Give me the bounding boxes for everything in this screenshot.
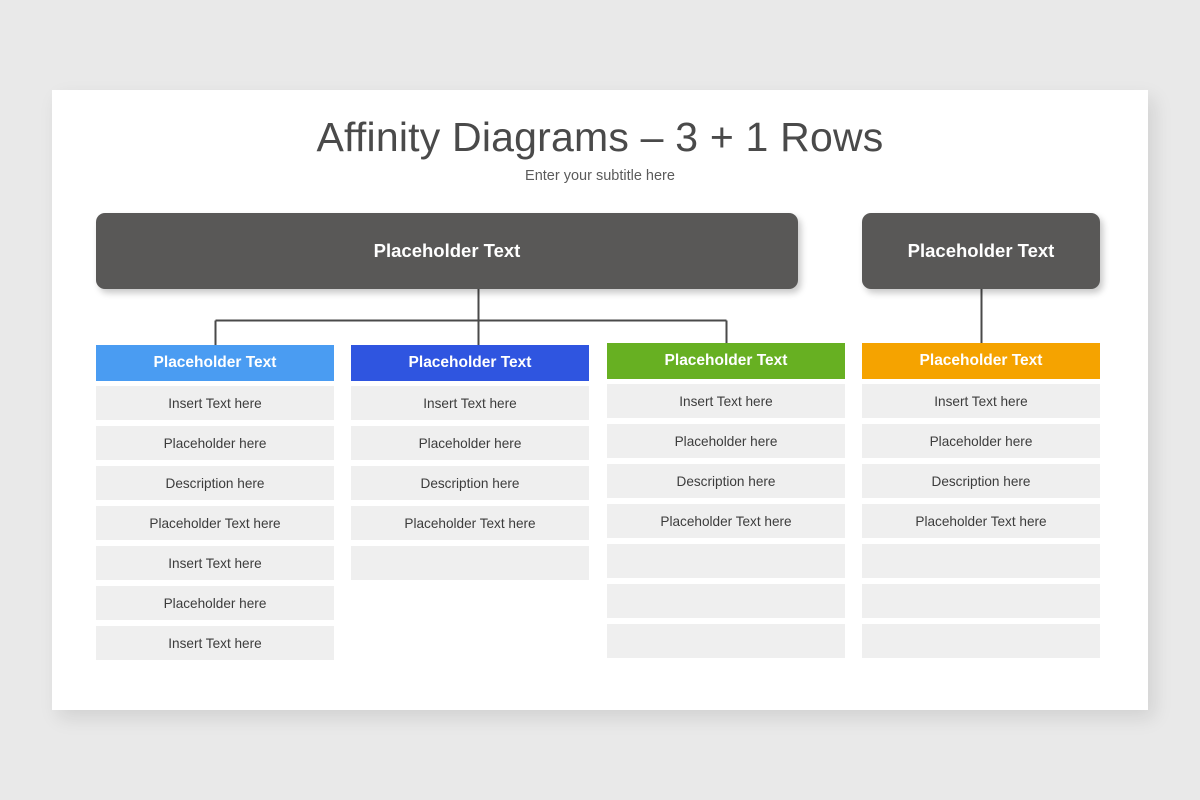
column-1-header[interactable]: Placeholder Text (351, 345, 589, 381)
column-0-row-4: Insert Text here (168, 555, 262, 571)
column-0-row-3: Placeholder Text here (149, 515, 281, 531)
list-item[interactable]: Description here (96, 466, 334, 500)
affinity-column-2: Placeholder Text Insert Text here Placeh… (607, 343, 845, 664)
column-0-row-0: Insert Text here (168, 395, 262, 411)
column-3-header[interactable]: Placeholder Text (862, 343, 1100, 379)
list-item[interactable]: Placeholder here (96, 426, 334, 460)
column-0-row-6: Insert Text here (168, 635, 262, 651)
list-item-empty[interactable] (862, 584, 1100, 618)
list-item[interactable]: Placeholder Text here (862, 504, 1100, 538)
list-item-empty[interactable] (351, 546, 589, 580)
list-item[interactable]: Insert Text here (96, 626, 334, 660)
list-item[interactable]: Insert Text here (96, 546, 334, 580)
list-item[interactable]: Placeholder Text here (96, 506, 334, 540)
column-2-row-0: Insert Text here (679, 393, 773, 409)
list-item[interactable]: Insert Text here (862, 384, 1100, 418)
column-1-row-3: Placeholder Text here (404, 515, 536, 531)
column-1-row-0: Insert Text here (423, 395, 517, 411)
list-item-empty[interactable] (607, 584, 845, 618)
affinity-column-0: Placeholder Text Insert Text here Placeh… (96, 345, 334, 666)
list-item[interactable]: Placeholder here (351, 426, 589, 460)
list-item[interactable]: Insert Text here (351, 386, 589, 420)
list-item[interactable]: Description here (351, 466, 589, 500)
column-3-row-2: Description here (931, 473, 1031, 489)
column-2-row-3: Placeholder Text here (660, 513, 792, 529)
list-item[interactable]: Placeholder Text here (607, 504, 845, 538)
column-2-row-2: Description here (676, 473, 776, 489)
column-3-header-label: Placeholder Text (919, 352, 1043, 369)
column-3-row-1: Placeholder here (929, 433, 1033, 449)
list-item[interactable]: Placeholder here (862, 424, 1100, 458)
main-header-bar-label: Placeholder Text (373, 240, 521, 261)
column-0-header-label: Placeholder Text (153, 354, 277, 371)
column-3-row-0: Insert Text here (934, 393, 1028, 409)
list-item[interactable]: Insert Text here (96, 386, 334, 420)
affinity-column-1: Placeholder Text Insert Text here Placeh… (351, 345, 589, 586)
column-0-row-1: Placeholder here (163, 435, 267, 451)
column-1-row-1: Placeholder here (418, 435, 522, 451)
list-item[interactable]: Insert Text here (607, 384, 845, 418)
list-item-empty[interactable] (607, 544, 845, 578)
list-item-empty[interactable] (862, 624, 1100, 658)
column-1-row-2: Description here (420, 475, 520, 491)
side-header-bar-label: Placeholder Text (907, 240, 1055, 261)
column-2-header-label: Placeholder Text (664, 352, 788, 369)
column-2-header[interactable]: Placeholder Text (607, 343, 845, 379)
column-0-row-5: Placeholder here (163, 595, 267, 611)
column-0-header[interactable]: Placeholder Text (96, 345, 334, 381)
list-item[interactable]: Placeholder here (607, 424, 845, 458)
page-title: Affinity Diagrams – 3 + 1 Rows (316, 114, 884, 160)
page-subtitle: Enter your subtitle here (525, 168, 675, 184)
column-2-row-1: Placeholder here (674, 433, 778, 449)
affinity-column-3: Placeholder Text Insert Text here Placeh… (862, 343, 1100, 664)
column-1-header-label: Placeholder Text (408, 354, 532, 371)
list-item[interactable]: Placeholder Text here (351, 506, 589, 540)
list-item-empty[interactable] (607, 624, 845, 658)
list-item[interactable]: Description here (607, 464, 845, 498)
list-item-empty[interactable] (862, 544, 1100, 578)
column-3-row-3: Placeholder Text here (915, 513, 1047, 529)
slide-canvas: Affinity Diagrams – 3 + 1 Rows Enter you… (52, 90, 1148, 710)
column-0-row-2: Description here (165, 475, 265, 491)
list-item[interactable]: Placeholder here (96, 586, 334, 620)
list-item[interactable]: Description here (862, 464, 1100, 498)
main-header-bar[interactable]: Placeholder Text (96, 213, 798, 289)
side-header-bar[interactable]: Placeholder Text (862, 213, 1100, 289)
